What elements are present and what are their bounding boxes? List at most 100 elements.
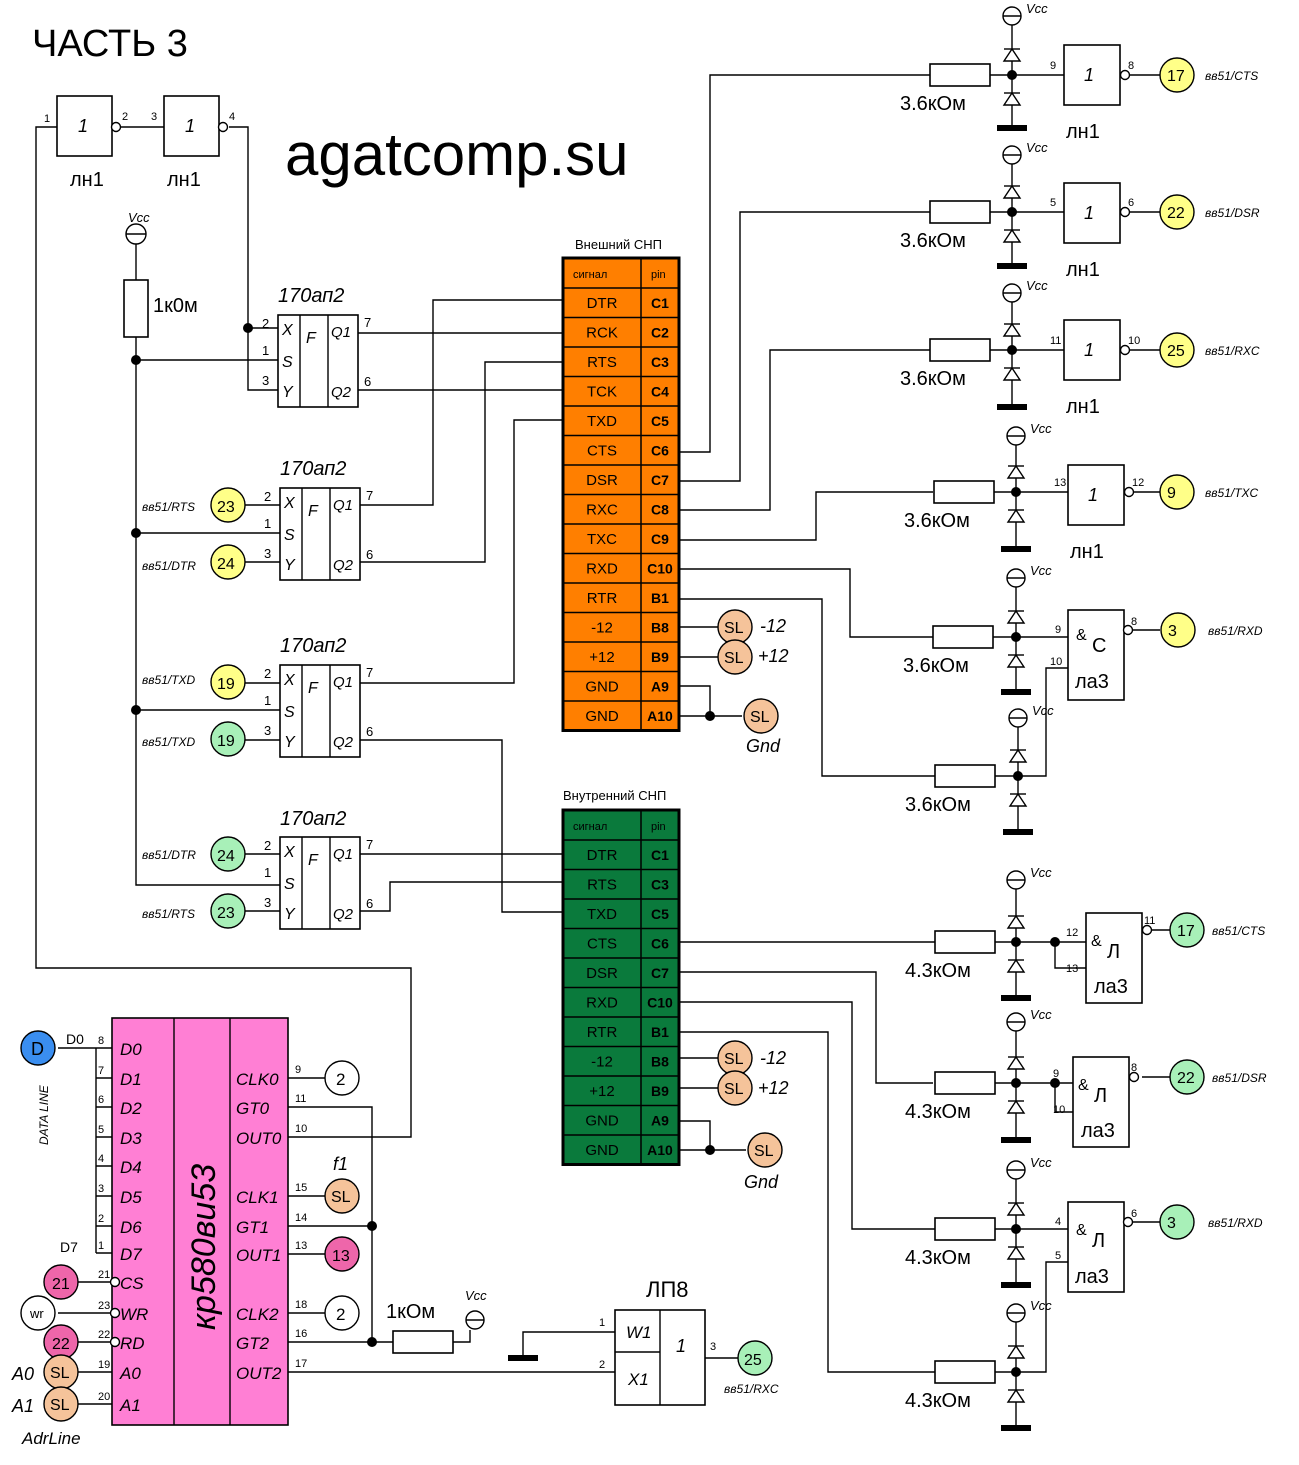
svg-text:Vcc: Vcc bbox=[1026, 1, 1048, 16]
svg-text:3: 3 bbox=[264, 723, 271, 738]
signal-node bbox=[210, 487, 246, 523]
svg-text:вв51/RXC: вв51/RXC bbox=[1205, 344, 1260, 358]
connector-pin: A9 bbox=[651, 1113, 669, 1129]
sl-node bbox=[743, 698, 779, 734]
connector-pin: C3 bbox=[651, 877, 669, 893]
svg-text:2: 2 bbox=[262, 316, 269, 331]
svg-text:3: 3 bbox=[1167, 1215, 1176, 1232]
svg-text:-12: -12 bbox=[760, 1048, 786, 1068]
svg-text:2: 2 bbox=[264, 838, 271, 853]
resistor-1k-label: 1к0м bbox=[153, 295, 198, 317]
timer-pin-right: GT0 bbox=[236, 1099, 270, 1118]
signal-node bbox=[1159, 194, 1195, 230]
svg-text:Q2: Q2 bbox=[333, 906, 354, 923]
svg-text:-12: -12 bbox=[760, 616, 786, 636]
svg-text:D0: D0 bbox=[66, 1031, 84, 1047]
svg-text:вв51/RTS: вв51/RTS bbox=[142, 500, 195, 514]
svg-text:F: F bbox=[308, 852, 319, 869]
timer-chip: кр580ви53 D08D17D26D35D44D53D62D71CS21WR… bbox=[98, 1017, 307, 1426]
svg-text:4: 4 bbox=[229, 111, 235, 123]
svg-text:7: 7 bbox=[366, 665, 373, 680]
svg-text:4.3кОм: 4.3кОм bbox=[905, 1247, 971, 1269]
connector-signal: CTS bbox=[587, 443, 617, 460]
svg-text:Л: Л bbox=[1094, 1085, 1107, 1107]
svg-text:13: 13 bbox=[332, 1248, 350, 1265]
svg-text:A0: A0 bbox=[11, 1364, 34, 1384]
svg-text:Vcc: Vcc bbox=[1030, 865, 1052, 880]
svg-text:S: S bbox=[284, 876, 295, 893]
timer-pin-right: GT2 bbox=[236, 1334, 270, 1353]
timer-pin-left: A1 bbox=[119, 1396, 141, 1415]
svg-text:2: 2 bbox=[336, 1070, 345, 1089]
svg-text:25: 25 bbox=[1167, 343, 1185, 360]
svg-text:20: 20 bbox=[98, 1391, 110, 1403]
sl-node bbox=[717, 1070, 753, 1106]
svg-text:вв51/DTR: вв51/DTR bbox=[142, 559, 196, 573]
svg-text:1: 1 bbox=[264, 865, 271, 880]
svg-text:4: 4 bbox=[1055, 1216, 1061, 1228]
svg-text:вв51/RXD: вв51/RXD bbox=[1208, 1216, 1263, 1230]
svg-text:вв51/TXD: вв51/TXD bbox=[142, 673, 196, 687]
svg-text:X: X bbox=[283, 672, 296, 689]
svg-text:23: 23 bbox=[217, 905, 235, 922]
svg-text:лн1: лн1 bbox=[1066, 396, 1100, 418]
svg-text:3.6кОм: 3.6кОм bbox=[905, 794, 971, 816]
sl-node bbox=[717, 639, 753, 675]
svg-text:3: 3 bbox=[1168, 623, 1177, 640]
ap2-chip-label: 170ап2 bbox=[280, 635, 346, 657]
timer-nodes: 2 f1 SL 13 2 1кОм Vcc bbox=[324, 1060, 538, 1361]
connector-pin: B9 bbox=[651, 649, 669, 665]
timer-pin-left: D2 bbox=[120, 1099, 142, 1118]
svg-text:21: 21 bbox=[52, 1276, 70, 1293]
svg-text:&: & bbox=[1078, 1077, 1089, 1094]
svg-text:2: 2 bbox=[264, 489, 271, 504]
svg-text:3: 3 bbox=[262, 373, 269, 388]
connector-pin: C8 bbox=[651, 502, 669, 518]
svg-text:SL: SL bbox=[50, 1397, 70, 1414]
inverter-2: 1 3 4 лн1 bbox=[151, 95, 235, 191]
svg-text:+12: +12 bbox=[758, 1078, 789, 1098]
svg-text:13: 13 bbox=[295, 1240, 307, 1252]
ap2-chip-label: 170ап2 bbox=[278, 285, 344, 307]
svg-text:лн1: лн1 bbox=[1070, 541, 1104, 563]
svg-text:22: 22 bbox=[98, 1329, 110, 1341]
svg-text:S: S bbox=[284, 527, 295, 544]
svg-text:5: 5 bbox=[1050, 197, 1056, 209]
svg-text:9: 9 bbox=[295, 1064, 301, 1076]
connector-signal: RCK bbox=[586, 325, 618, 342]
svg-text:1: 1 bbox=[676, 1336, 686, 1356]
connector-signal: DTR bbox=[587, 295, 618, 312]
svg-text:SL: SL bbox=[50, 1365, 70, 1382]
svg-text:22: 22 bbox=[52, 1336, 70, 1353]
connector-signal: CTS bbox=[587, 936, 617, 953]
svg-text:Y: Y bbox=[284, 734, 296, 751]
svg-text:вв51/TXC: вв51/TXC bbox=[1205, 486, 1259, 500]
svg-text:DATA LINE: DATA LINE bbox=[37, 1084, 51, 1145]
svg-text:SL: SL bbox=[724, 620, 744, 637]
svg-text:1: 1 bbox=[1084, 203, 1094, 223]
svg-text:ла3: ла3 bbox=[1075, 671, 1109, 693]
internal-connector-title: Внутренний СНП bbox=[563, 788, 666, 803]
svg-text:&: & bbox=[1076, 627, 1087, 644]
svg-text:24: 24 bbox=[217, 556, 235, 573]
svg-text:лн1: лн1 bbox=[1066, 259, 1100, 281]
svg-text:6: 6 bbox=[366, 724, 373, 739]
svg-text:25: 25 bbox=[744, 1352, 762, 1369]
connector-header-pin: pin bbox=[651, 821, 666, 833]
ap2-chip-label: 170ап2 bbox=[280, 458, 346, 480]
connector-header-pin: pin bbox=[651, 269, 666, 281]
timer-pin-right: OUT0 bbox=[236, 1129, 282, 1148]
svg-text:W1: W1 bbox=[626, 1323, 652, 1342]
connector-pin: C2 bbox=[651, 325, 669, 341]
svg-text:1: 1 bbox=[1088, 485, 1098, 505]
svg-text:Vcc: Vcc bbox=[1030, 1155, 1052, 1170]
svg-text:F: F bbox=[306, 330, 317, 347]
svg-text:22: 22 bbox=[1177, 1070, 1195, 1087]
connector-signal: GND bbox=[585, 708, 619, 725]
svg-text:ла3: ла3 bbox=[1075, 1266, 1109, 1288]
